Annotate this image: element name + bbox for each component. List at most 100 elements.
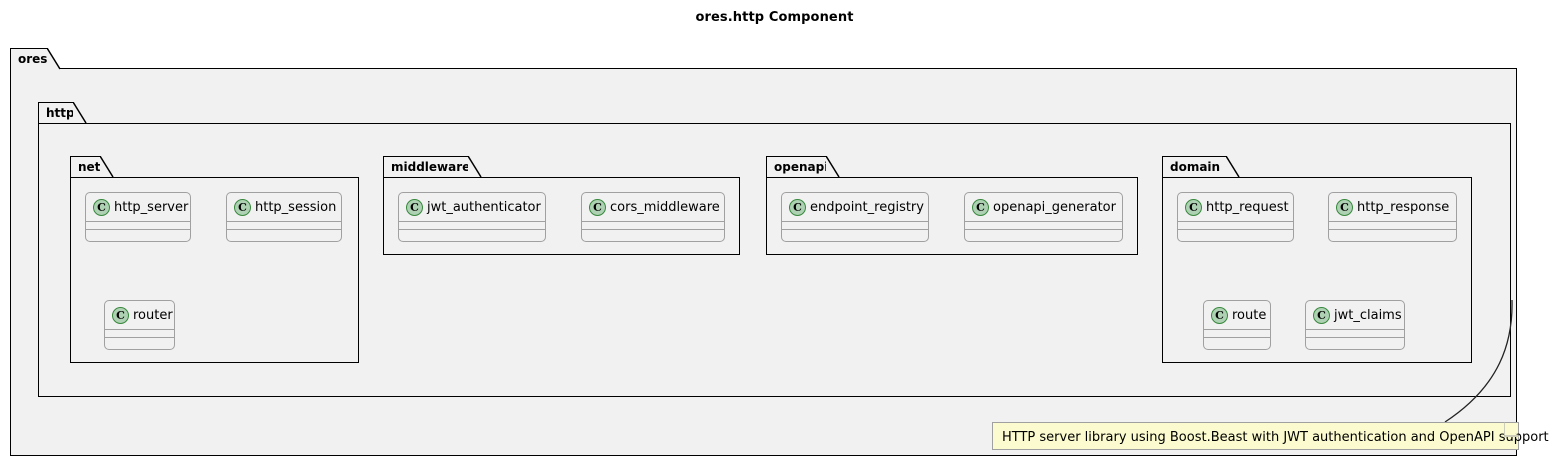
class-http-server-header: C http_server	[86, 193, 190, 221]
note-text: HTTP server library using Boost.Beast wi…	[1002, 430, 1549, 445]
class-icon: C	[1313, 306, 1330, 324]
class-http-session[interactable]: C http_session	[226, 192, 342, 242]
class-divider	[86, 221, 190, 222]
class-route[interactable]: C route	[1203, 300, 1271, 350]
class-methods-section	[399, 230, 545, 237]
class-divider	[1329, 221, 1456, 222]
class-icon: C	[789, 198, 806, 216]
class-icon: C	[93, 198, 110, 216]
class-http-response[interactable]: C http_response	[1328, 192, 1457, 242]
package-net-tab-slant	[100, 156, 114, 178]
class-divider	[1178, 229, 1293, 230]
class-icon: C	[972, 198, 989, 216]
class-methods-section	[1178, 230, 1293, 237]
class-name: openapi_generator	[993, 199, 1116, 215]
class-divider	[399, 229, 545, 230]
class-attributes-section	[227, 222, 341, 229]
class-jwt-authenticator-header: C jwt_authenticator	[399, 193, 545, 221]
class-http-request-header: C http_request	[1178, 193, 1293, 221]
class-attributes-section	[1204, 330, 1270, 337]
class-http-response-header: C http_response	[1329, 193, 1456, 221]
class-name: http_request	[1206, 199, 1289, 215]
class-icon: C	[406, 198, 423, 216]
class-name: cors_middleware	[610, 199, 720, 215]
class-icon: C	[1336, 198, 1353, 216]
class-jwt-claims[interactable]: C jwt_claims	[1305, 300, 1405, 350]
class-divider	[1204, 337, 1270, 338]
class-methods-section	[86, 230, 190, 237]
class-name: http_server	[114, 199, 189, 215]
class-methods-section	[582, 230, 724, 237]
class-attributes-section	[965, 222, 1122, 229]
class-name: jwt_claims	[1334, 307, 1402, 323]
class-icon: C	[589, 198, 606, 216]
class-endpoint-registry-header: C endpoint_registry	[782, 193, 928, 221]
package-http-label: http	[38, 102, 75, 123]
class-divider	[582, 229, 724, 230]
package-domain-tab-slant	[1226, 156, 1240, 178]
class-icon: C	[1211, 306, 1228, 324]
class-attributes-section	[399, 222, 545, 229]
class-name: router	[133, 307, 173, 323]
class-cors-middleware-header: C cors_middleware	[582, 193, 724, 221]
class-name: http_response	[1357, 199, 1450, 215]
package-net-label: net	[70, 156, 101, 177]
class-icon: C	[112, 306, 129, 324]
class-methods-section	[965, 230, 1122, 237]
class-router-header: C router	[105, 301, 174, 329]
class-divider	[399, 221, 545, 222]
class-attributes-section	[1178, 222, 1293, 229]
class-icon: C	[1185, 198, 1202, 216]
class-attributes-section	[582, 222, 724, 229]
class-divider	[1329, 229, 1456, 230]
class-attributes-section	[105, 330, 174, 337]
class-openapi-generator[interactable]: C openapi_generator	[964, 192, 1123, 242]
class-divider	[86, 229, 190, 230]
class-name: endpoint_registry	[810, 199, 924, 215]
class-name: route	[1232, 307, 1267, 323]
class-attributes-section	[782, 222, 928, 229]
class-divider	[782, 221, 928, 222]
class-name: http_session	[255, 199, 337, 215]
package-ores-label: ores	[10, 48, 48, 69]
class-divider	[227, 221, 341, 222]
class-methods-section	[227, 230, 341, 237]
class-jwt-claims-header: C jwt_claims	[1306, 301, 1404, 329]
class-divider	[1306, 329, 1404, 330]
class-divider	[227, 229, 341, 230]
class-divider	[965, 221, 1122, 222]
class-divider	[582, 221, 724, 222]
class-methods-section	[782, 230, 928, 237]
class-divider	[965, 229, 1122, 230]
class-attributes-section	[86, 222, 190, 229]
class-cors-middleware[interactable]: C cors_middleware	[581, 192, 725, 242]
class-name: jwt_authenticator	[427, 199, 541, 215]
class-methods-section	[1306, 338, 1404, 345]
class-endpoint-registry[interactable]: C endpoint_registry	[781, 192, 929, 242]
package-middleware-label: middleware	[383, 156, 470, 177]
class-divider	[105, 329, 174, 330]
page-title: ores.http Component	[695, 10, 854, 25]
class-divider	[105, 337, 174, 338]
class-divider	[782, 229, 928, 230]
class-router[interactable]: C router	[104, 300, 175, 350]
package-ores-tab-slant	[47, 48, 61, 70]
class-jwt-authenticator[interactable]: C jwt_authenticator	[398, 192, 546, 242]
note-fold-corner	[1504, 422, 1519, 437]
class-methods-section	[105, 338, 174, 345]
package-openapi-label: openapi	[766, 156, 828, 177]
class-http-server[interactable]: C http_server	[85, 192, 191, 242]
package-domain-label: domain	[1162, 156, 1227, 177]
class-methods-section	[1204, 338, 1270, 345]
package-openapi-tab-slant	[826, 156, 840, 178]
class-divider	[1178, 221, 1293, 222]
class-attributes-section	[1329, 222, 1456, 229]
class-attributes-section	[1306, 330, 1404, 337]
package-middleware-tab-slant	[468, 156, 482, 178]
class-http-session-header: C http_session	[227, 193, 341, 221]
class-http-request[interactable]: C http_request	[1177, 192, 1294, 242]
class-icon: C	[234, 198, 251, 216]
class-route-header: C route	[1204, 301, 1270, 329]
note-box: HTTP server library using Boost.Beast wi…	[992, 422, 1549, 450]
